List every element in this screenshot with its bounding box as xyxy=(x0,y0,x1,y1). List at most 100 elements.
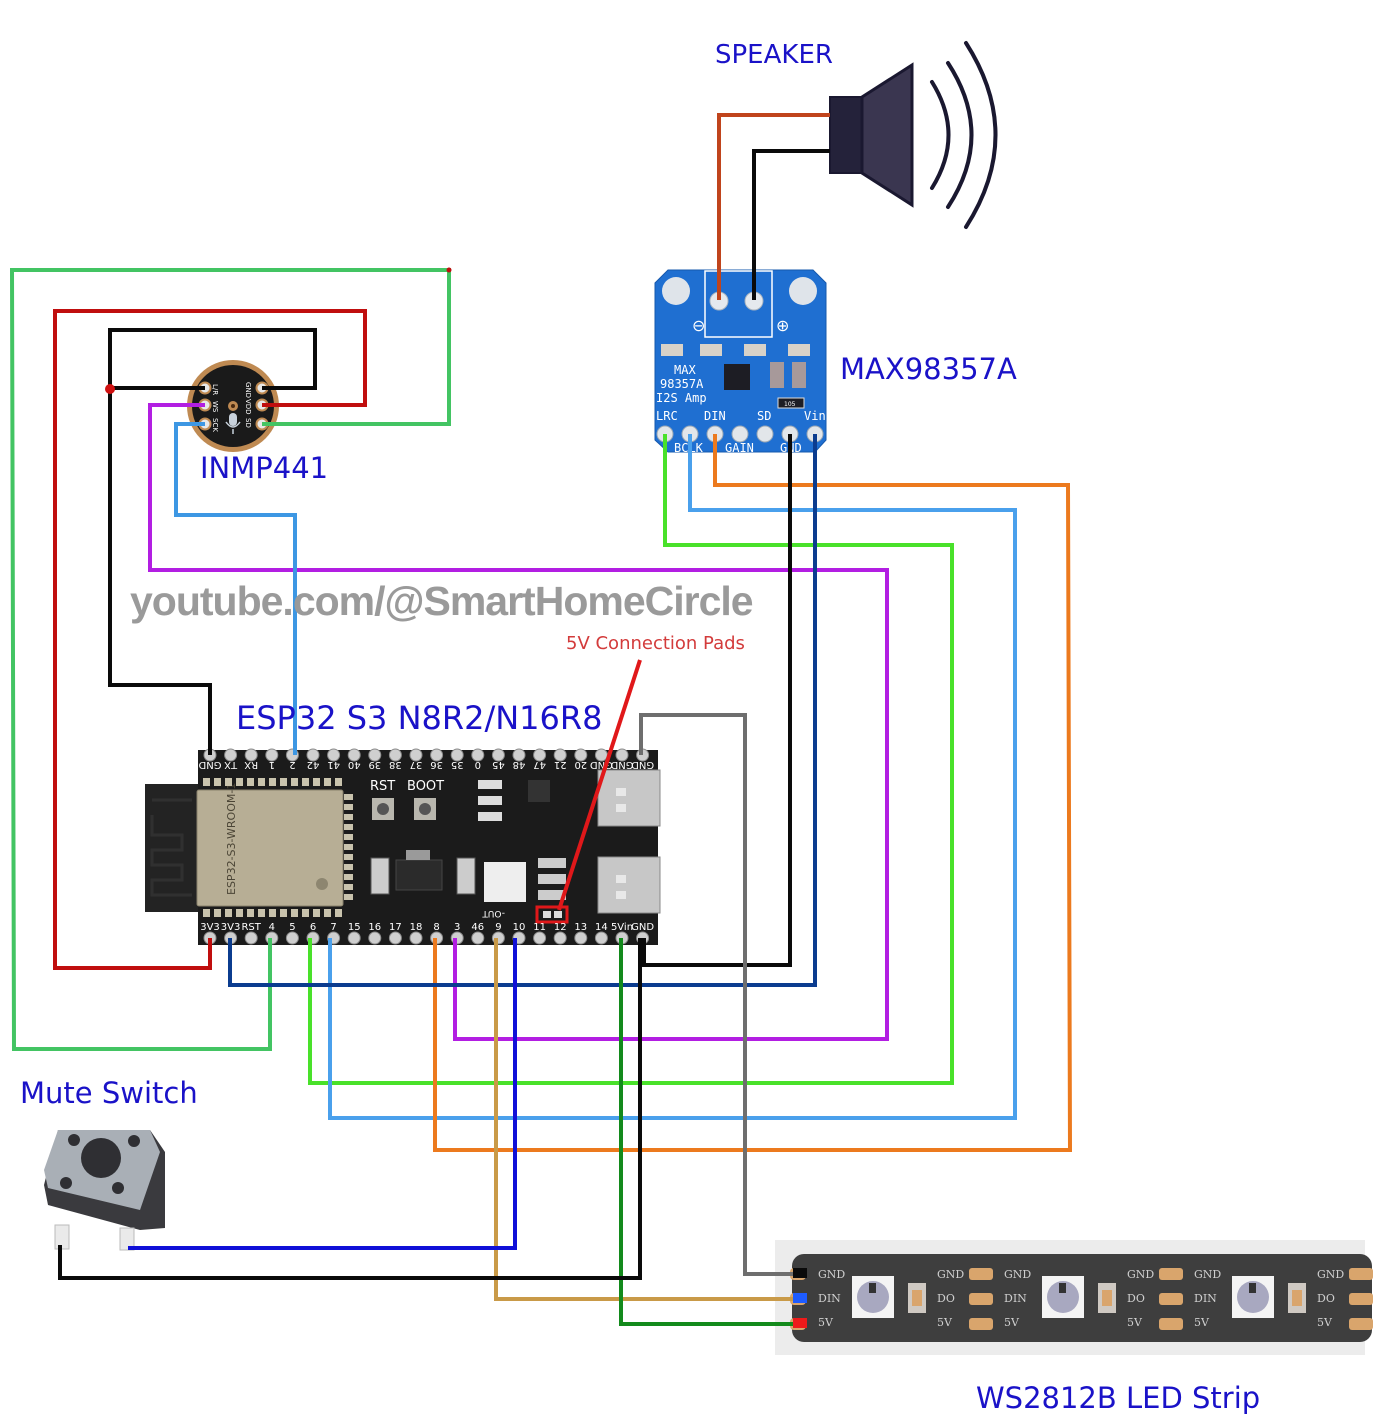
mic-pin-label: GND xyxy=(244,382,252,398)
led xyxy=(478,812,502,821)
mute-switch[interactable] xyxy=(44,1130,165,1251)
antenna-area xyxy=(145,784,200,912)
castellation xyxy=(344,844,353,850)
pin-label: 3 xyxy=(454,922,460,933)
header-pin xyxy=(224,748,238,762)
pin-label: 35 xyxy=(451,759,464,770)
mic-pin-label: VDD xyxy=(244,399,252,415)
pin-label: 16 xyxy=(368,922,381,933)
boot-button-cap xyxy=(419,803,431,815)
pin-label: GND xyxy=(610,759,633,770)
strip-capacitor-body xyxy=(1102,1290,1112,1306)
usb-c-shell xyxy=(597,856,661,914)
amp-pin-label: Vin xyxy=(804,409,826,423)
castellation xyxy=(344,854,353,860)
header-pin xyxy=(265,748,279,762)
mount-hole xyxy=(662,277,690,305)
strip-pad-label: 5V xyxy=(1194,1316,1210,1329)
strip-cut-pad xyxy=(1349,1293,1373,1305)
strip-pad-label: DIN xyxy=(818,1292,841,1305)
amp-silk-line: MAX xyxy=(674,363,696,377)
boot-button[interactable] xyxy=(414,798,436,820)
header-pin xyxy=(347,931,361,945)
amp-chip xyxy=(724,364,750,390)
castellation xyxy=(247,778,254,786)
usb-c-detail xyxy=(616,891,626,899)
pin-label: 18 xyxy=(410,922,423,933)
header-pin xyxy=(533,931,547,945)
header-pin xyxy=(574,931,588,945)
castellation xyxy=(344,794,353,800)
castellation xyxy=(344,804,353,810)
pin-label: 42 xyxy=(307,759,320,770)
pin-label: 39 xyxy=(368,759,381,770)
mic-pin-label: SCK xyxy=(211,418,219,432)
microphone-label: INMP441 xyxy=(200,451,329,485)
castellation xyxy=(258,778,265,786)
strip-capacitor-body xyxy=(912,1290,922,1306)
amp-pin-label: SD xyxy=(757,409,771,423)
castellation xyxy=(344,824,353,830)
wroom-module xyxy=(196,789,344,907)
header-pin xyxy=(388,748,402,762)
pin-label: 9 xyxy=(495,922,501,933)
amp-silk-line: 98357A xyxy=(660,377,704,391)
strip-pad-label: DIN xyxy=(1194,1292,1217,1305)
castellation xyxy=(344,814,353,820)
led xyxy=(478,780,502,789)
resistor xyxy=(538,890,566,900)
switch-corner xyxy=(60,1177,72,1189)
castellation xyxy=(203,778,210,786)
amp-pin-gain xyxy=(731,425,749,443)
castellation xyxy=(313,778,320,786)
speaker-icon xyxy=(829,41,998,229)
pin-label: 36 xyxy=(430,759,443,770)
strip-cut-pad xyxy=(1159,1268,1183,1280)
wire-amp-din xyxy=(433,434,1073,1152)
module-castellations xyxy=(203,778,353,917)
castellation xyxy=(344,864,353,870)
pin-label: GND xyxy=(631,759,654,770)
module-dot xyxy=(316,878,328,890)
castellation xyxy=(247,909,254,917)
pin-label: 13 xyxy=(574,922,587,933)
castellation xyxy=(335,909,342,917)
5v-pad xyxy=(543,911,551,918)
junction-dot xyxy=(105,384,115,394)
out-label: -OUT xyxy=(482,908,505,918)
resistor xyxy=(538,858,566,868)
header-pin xyxy=(388,931,402,945)
amp-pin-sd xyxy=(756,425,774,443)
pin-label: 0 xyxy=(475,759,481,770)
usb-c-port-2[interactable] xyxy=(597,856,661,914)
castellation xyxy=(344,894,353,900)
castellation xyxy=(214,778,221,786)
pin-label: 17 xyxy=(389,922,402,933)
pin-label: 3V3 xyxy=(200,922,220,933)
wire-mute-b xyxy=(58,938,642,1280)
junction-dot xyxy=(446,267,452,273)
usb-c-shell xyxy=(597,769,661,827)
led xyxy=(478,796,502,805)
switch-actuator xyxy=(81,1138,121,1178)
header-pin xyxy=(347,748,361,762)
voltage-regulator xyxy=(395,859,443,891)
led-die xyxy=(1047,1281,1079,1313)
wire-speaker-neg xyxy=(717,113,830,300)
mic-port-hole xyxy=(231,404,235,408)
pin-label: 45 xyxy=(492,759,505,770)
speaker-label: SPEAKER xyxy=(715,40,833,70)
wire-speaker-pos xyxy=(752,149,830,300)
amp-silk-line: I2S Amp xyxy=(656,391,707,405)
header-pin xyxy=(409,931,423,945)
pin-label: GND xyxy=(631,922,654,933)
rst-button[interactable] xyxy=(372,798,394,820)
strip-pad-label: 5V xyxy=(1004,1316,1020,1329)
castellation xyxy=(344,874,353,880)
speaker-magnet xyxy=(829,96,863,174)
switch-corner xyxy=(128,1135,140,1147)
usb-c-port-1[interactable] xyxy=(597,769,661,827)
header-pin xyxy=(450,748,464,762)
